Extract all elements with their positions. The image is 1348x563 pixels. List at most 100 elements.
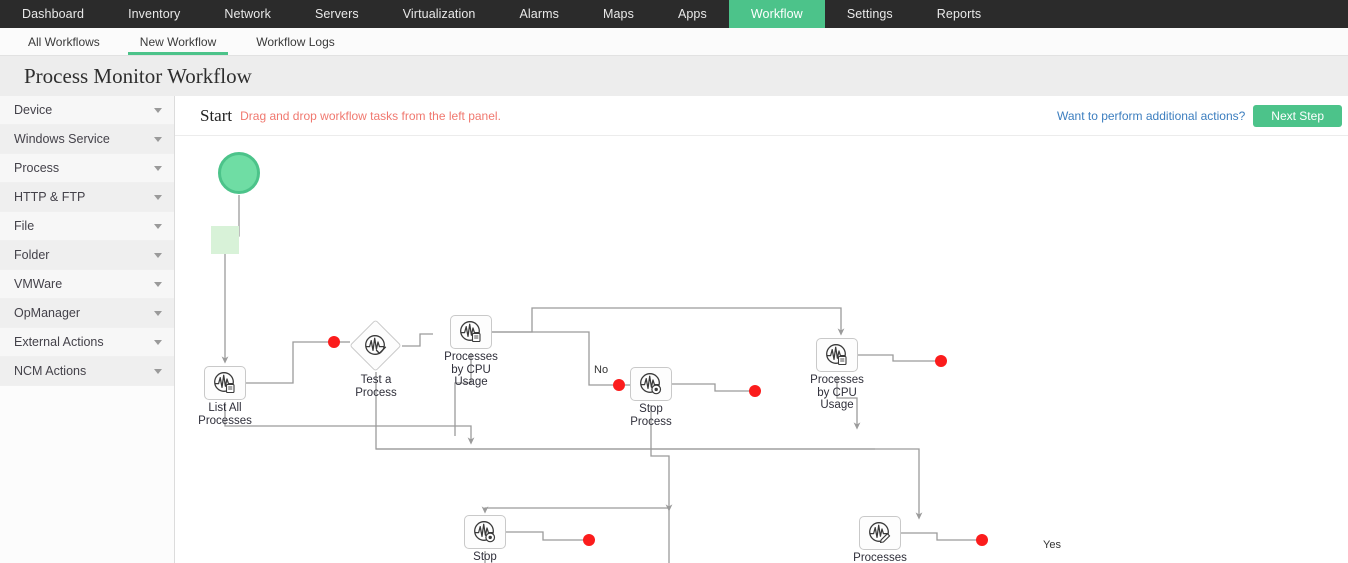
node-label: Processes by Disk Write: [853, 552, 907, 563]
process-monitor-icon: [212, 370, 238, 396]
workflow-node-n6[interactable]: Processes by Disk Write: [853, 516, 907, 563]
process-cpu-icon: [458, 319, 484, 345]
additional-actions-link[interactable]: Want to perform additional actions?: [1056, 108, 1246, 123]
sidebar-item-label: File: [14, 219, 35, 233]
sidebar-item-label: External Actions: [14, 335, 104, 349]
nav-item-inventory[interactable]: Inventory: [128, 7, 181, 21]
chevron-down-icon: [154, 339, 162, 345]
workflow-node-d6[interactable]: [976, 534, 988, 546]
workflow-node-n3[interactable]: Stop Process: [630, 367, 672, 428]
workflow-node-d3[interactable]: [749, 385, 761, 397]
nav-item-alarms[interactable]: Alarms: [519, 7, 559, 21]
workflow-node-d4[interactable]: [935, 355, 947, 367]
workflow-node-n4[interactable]: Processes by CPU Usage: [810, 338, 864, 411]
nav-item-workflow[interactable]: Workflow: [728, 0, 825, 28]
nav-item-network[interactable]: Network: [224, 7, 271, 21]
node-label: List All Processes: [198, 402, 252, 427]
sidebar-item-process[interactable]: Process: [0, 154, 174, 183]
chevron-down-icon: [154, 194, 162, 200]
sidebar-item-ncm-actions[interactable]: NCM Actions: [0, 357, 174, 386]
sidebar-item-device[interactable]: Device: [0, 96, 174, 125]
workflow-node-d1[interactable]: [328, 336, 340, 348]
sidebar-item-folder[interactable]: Folder: [0, 241, 174, 270]
node-box[interactable]: [859, 516, 901, 550]
endpoint-dot-icon[interactable]: [749, 385, 761, 397]
drag-drop-hint: Drag and drop workflow tasks from the le…: [240, 108, 501, 123]
sidebar-item-label: Device: [14, 103, 53, 117]
nav-item-apps[interactable]: Apps: [677, 7, 707, 21]
endpoint-dot-icon[interactable]: [976, 534, 988, 546]
endpoint-dot-icon[interactable]: [613, 379, 625, 391]
page-title: Process Monitor Workflow: [24, 63, 252, 88]
process-check-icon: [350, 320, 402, 372]
sidebar-item-windows-service[interactable]: Windows Service: [0, 125, 174, 154]
node-label: Processes by CPU Usage: [444, 351, 498, 388]
nav-item-dashboard[interactable]: Dashboard: [22, 7, 85, 21]
process-stop-icon: [638, 371, 664, 397]
subnav-item-workflow-logs[interactable]: Workflow Logs: [256, 34, 335, 49]
nav-item-virtualization[interactable]: Virtualization: [402, 7, 476, 21]
start-label: Start: [200, 105, 233, 125]
nav-item-maps[interactable]: Maps: [602, 7, 634, 21]
drop-target-highlight: [211, 226, 239, 254]
canvas-header-actions: Want to perform additional actions? Next…: [1056, 104, 1342, 127]
workflow-canvas[interactable]: Start Drag and drop workflow tasks from …: [175, 96, 1348, 563]
chevron-down-icon: [154, 136, 162, 142]
nav-item-servers[interactable]: Servers: [314, 7, 359, 21]
workflow-subnavigation: All Workflows New Workflow Workflow Logs: [0, 28, 1348, 56]
sidebar-item-label: Windows Service: [14, 132, 110, 146]
node-label: Test a Process: [355, 374, 397, 399]
subnav-item-all-workflows[interactable]: All Workflows: [28, 34, 100, 49]
subnav-item-new-workflow[interactable]: New Workflow: [120, 28, 236, 55]
endpoint-dot-icon[interactable]: [935, 355, 947, 367]
nav-item-reports[interactable]: Reports: [936, 7, 982, 21]
sidebar-item-label: HTTP & FTP: [14, 190, 86, 204]
node-box[interactable]: [464, 515, 506, 549]
node-label: Stop Process: [630, 403, 672, 428]
node-box[interactable]: [630, 367, 672, 401]
start-circle-icon[interactable]: [218, 152, 260, 194]
sidebar-item-label: OpManager: [14, 306, 81, 320]
sidebar-item-label: Folder: [14, 248, 50, 262]
sidebar-item-opmanager[interactable]: OpManager: [0, 299, 174, 328]
decision-diamond[interactable]: [349, 319, 402, 372]
chevron-down-icon: [154, 310, 162, 316]
node-label: Processes by CPU Usage: [810, 374, 864, 411]
process-stop-icon: [472, 519, 498, 545]
nav-item-settings[interactable]: Settings: [846, 7, 893, 21]
chevron-down-icon: [154, 368, 162, 374]
sidebar-item-http-ftp[interactable]: HTTP & FTP: [0, 183, 174, 212]
edge-label-yes: Yes: [1043, 539, 1061, 551]
workflow-node-n2[interactable]: Processes by CPU Usage: [444, 315, 498, 388]
workflow-node-n5[interactable]: Stop Process: [464, 515, 506, 563]
sidebar-item-label: VMWare: [14, 277, 63, 291]
endpoint-dot-icon[interactable]: [583, 534, 595, 546]
node-label: Stop Process: [473, 551, 497, 563]
workflow-connectors: [221, 195, 977, 563]
node-box[interactable]: [450, 315, 492, 349]
workflow-node-n1[interactable]: List All Processes: [198, 366, 252, 427]
workflow-node-start[interactable]: [218, 152, 260, 194]
chevron-down-icon: [154, 281, 162, 287]
main-navigation-bar: Dashboard Inventory Network Servers Virtuali…: [0, 0, 1348, 28]
edge-label-no: No: [594, 364, 609, 376]
workflow-node-d5[interactable]: [583, 534, 595, 546]
workflow-node-test[interactable]: Test a Process: [349, 319, 402, 399]
endpoint-dot-icon[interactable]: [328, 336, 340, 348]
process-cpu-icon: [824, 342, 850, 368]
sidebar-item-file[interactable]: File: [0, 212, 174, 241]
node-box[interactable]: [204, 366, 246, 400]
sidebar-item-vmware[interactable]: VMWare: [0, 270, 174, 299]
chevron-down-icon: [154, 107, 162, 113]
chevron-down-icon: [154, 252, 162, 258]
sidebar-item-external-actions[interactable]: External Actions: [0, 328, 174, 357]
next-step-button[interactable]: Next Step: [1253, 104, 1342, 127]
node-box[interactable]: [816, 338, 858, 372]
workflow-node-d2[interactable]: [613, 379, 625, 391]
chevron-down-icon: [154, 223, 162, 229]
sidebar-item-label: NCM Actions: [14, 364, 87, 378]
